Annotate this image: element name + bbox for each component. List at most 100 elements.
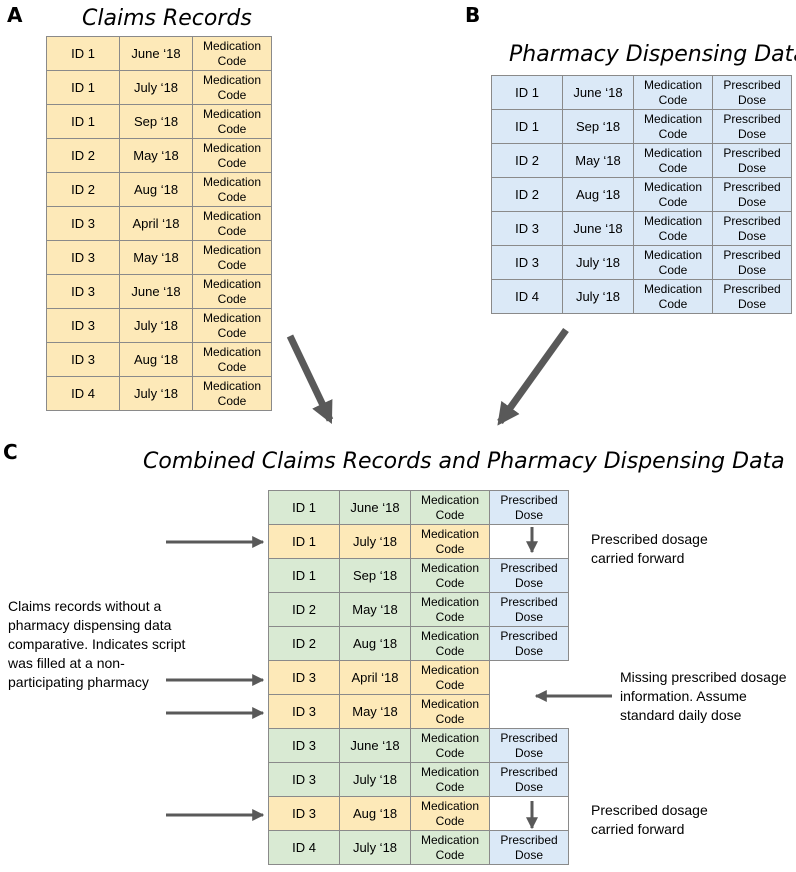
date-cell: July ‘18 <box>562 279 634 314</box>
prescribed-dose-cell: Prescribed Dose <box>712 109 792 144</box>
id-cell: ID 3 <box>268 660 340 695</box>
prescribed-dose-cell: Prescribed Dose <box>489 728 569 763</box>
id-cell: ID 1 <box>46 104 120 139</box>
id-cell: ID 3 <box>46 240 120 275</box>
id-cell: ID 3 <box>46 308 120 343</box>
medication-code-cell: Medication Code <box>633 109 713 144</box>
prescribed-dose-cell: Prescribed Dose <box>712 245 792 280</box>
id-cell: ID 2 <box>268 592 340 627</box>
date-cell: Aug ‘18 <box>562 177 634 212</box>
panel-a-letter: A <box>7 3 23 27</box>
date-cell: April ‘18 <box>119 206 193 241</box>
medication-code-cell: Medication Code <box>192 308 272 343</box>
id-cell: ID 2 <box>268 626 340 661</box>
date-cell: May ‘18 <box>339 592 411 627</box>
carried-forward-note-1: Prescribed dosage carried forward <box>591 531 708 566</box>
id-cell: ID 3 <box>268 728 340 763</box>
missing-dose-note: Missing prescribed dosage information. A… <box>620 669 787 723</box>
id-cell: ID 1 <box>268 558 340 593</box>
medication-code-cell: Medication Code <box>192 206 272 241</box>
medication-code-cell: Medication Code <box>410 762 490 797</box>
date-cell: May ‘18 <box>562 143 634 178</box>
id-cell: ID 1 <box>268 524 340 559</box>
id-cell: ID 3 <box>491 211 563 246</box>
medication-code-cell: Medication Code <box>410 592 490 627</box>
date-cell: May ‘18 <box>339 694 411 729</box>
date-cell: July ‘18 <box>119 70 193 105</box>
carried-forward-note-2: Prescribed dosage carried forward <box>591 802 708 837</box>
claims-without-pharmacy-note: Claims records without a pharmacy dispen… <box>8 598 186 690</box>
prescribed-dose-cell: Prescribed Dose <box>712 279 792 314</box>
date-cell: June ‘18 <box>562 211 634 246</box>
date-cell: July ‘18 <box>119 376 193 411</box>
date-cell: Aug ‘18 <box>339 626 411 661</box>
medication-code-cell: Medication Code <box>192 138 272 173</box>
date-cell: July ‘18 <box>339 830 411 865</box>
pharmacy-merge-arrow <box>497 327 569 426</box>
id-cell: ID 4 <box>268 830 340 865</box>
date-cell: June ‘18 <box>339 728 411 763</box>
medication-code-cell: Medication Code <box>410 524 490 559</box>
medication-code-cell: Medication Code <box>192 376 272 411</box>
medication-code-cell: Medication Code <box>410 796 490 831</box>
date-cell: Sep ‘18 <box>339 558 411 593</box>
id-cell: ID 1 <box>46 70 120 105</box>
id-cell: ID 4 <box>46 376 120 411</box>
medication-code-cell: Medication Code <box>192 70 272 105</box>
date-cell: April ‘18 <box>339 660 411 695</box>
medication-code-cell: Medication Code <box>192 104 272 139</box>
medication-code-cell: Medication Code <box>410 626 490 661</box>
claims-records-title: Claims Records <box>82 6 252 31</box>
medication-code-cell: Medication Code <box>192 274 272 309</box>
medication-code-cell: Medication Code <box>192 240 272 275</box>
id-cell: ID 3 <box>491 245 563 280</box>
date-cell: Aug ‘18 <box>119 172 193 207</box>
prescribed-dose-cell: Prescribed Dose <box>489 490 569 525</box>
id-cell: ID 1 <box>268 490 340 525</box>
medication-code-cell: Medication Code <box>633 75 713 110</box>
medication-code-cell: Medication Code <box>410 830 490 865</box>
medication-code-cell: Medication Code <box>192 36 272 71</box>
claims-merge-arrow <box>286 334 334 425</box>
id-cell: ID 1 <box>491 75 563 110</box>
medication-code-cell: Medication Code <box>192 342 272 377</box>
medication-code-cell: Medication Code <box>633 245 713 280</box>
id-cell: ID 4 <box>491 279 563 314</box>
prescribed-dose-cell: Prescribed Dose <box>489 558 569 593</box>
id-cell: ID 2 <box>46 138 120 173</box>
id-cell: ID 3 <box>268 796 340 831</box>
pharmacy-dispensing-title: Pharmacy Dispensing Data <box>509 42 796 67</box>
medication-code-cell: Medication Code <box>633 177 713 212</box>
id-cell: ID 1 <box>46 36 120 71</box>
id-cell: ID 3 <box>46 206 120 241</box>
date-cell: July ‘18 <box>562 245 634 280</box>
prescribed-dose-cell: Prescribed Dose <box>489 626 569 661</box>
date-cell: Aug ‘18 <box>339 796 411 831</box>
medication-code-cell: Medication Code <box>633 279 713 314</box>
date-cell: June ‘18 <box>119 274 193 309</box>
medication-code-cell: Medication Code <box>410 694 490 729</box>
id-cell: ID 2 <box>491 143 563 178</box>
id-cell: ID 2 <box>491 177 563 212</box>
combined-data-title: Combined Claims Records and Pharmacy Dis… <box>143 449 785 474</box>
id-cell: ID 3 <box>46 342 120 377</box>
date-cell: June ‘18 <box>339 490 411 525</box>
